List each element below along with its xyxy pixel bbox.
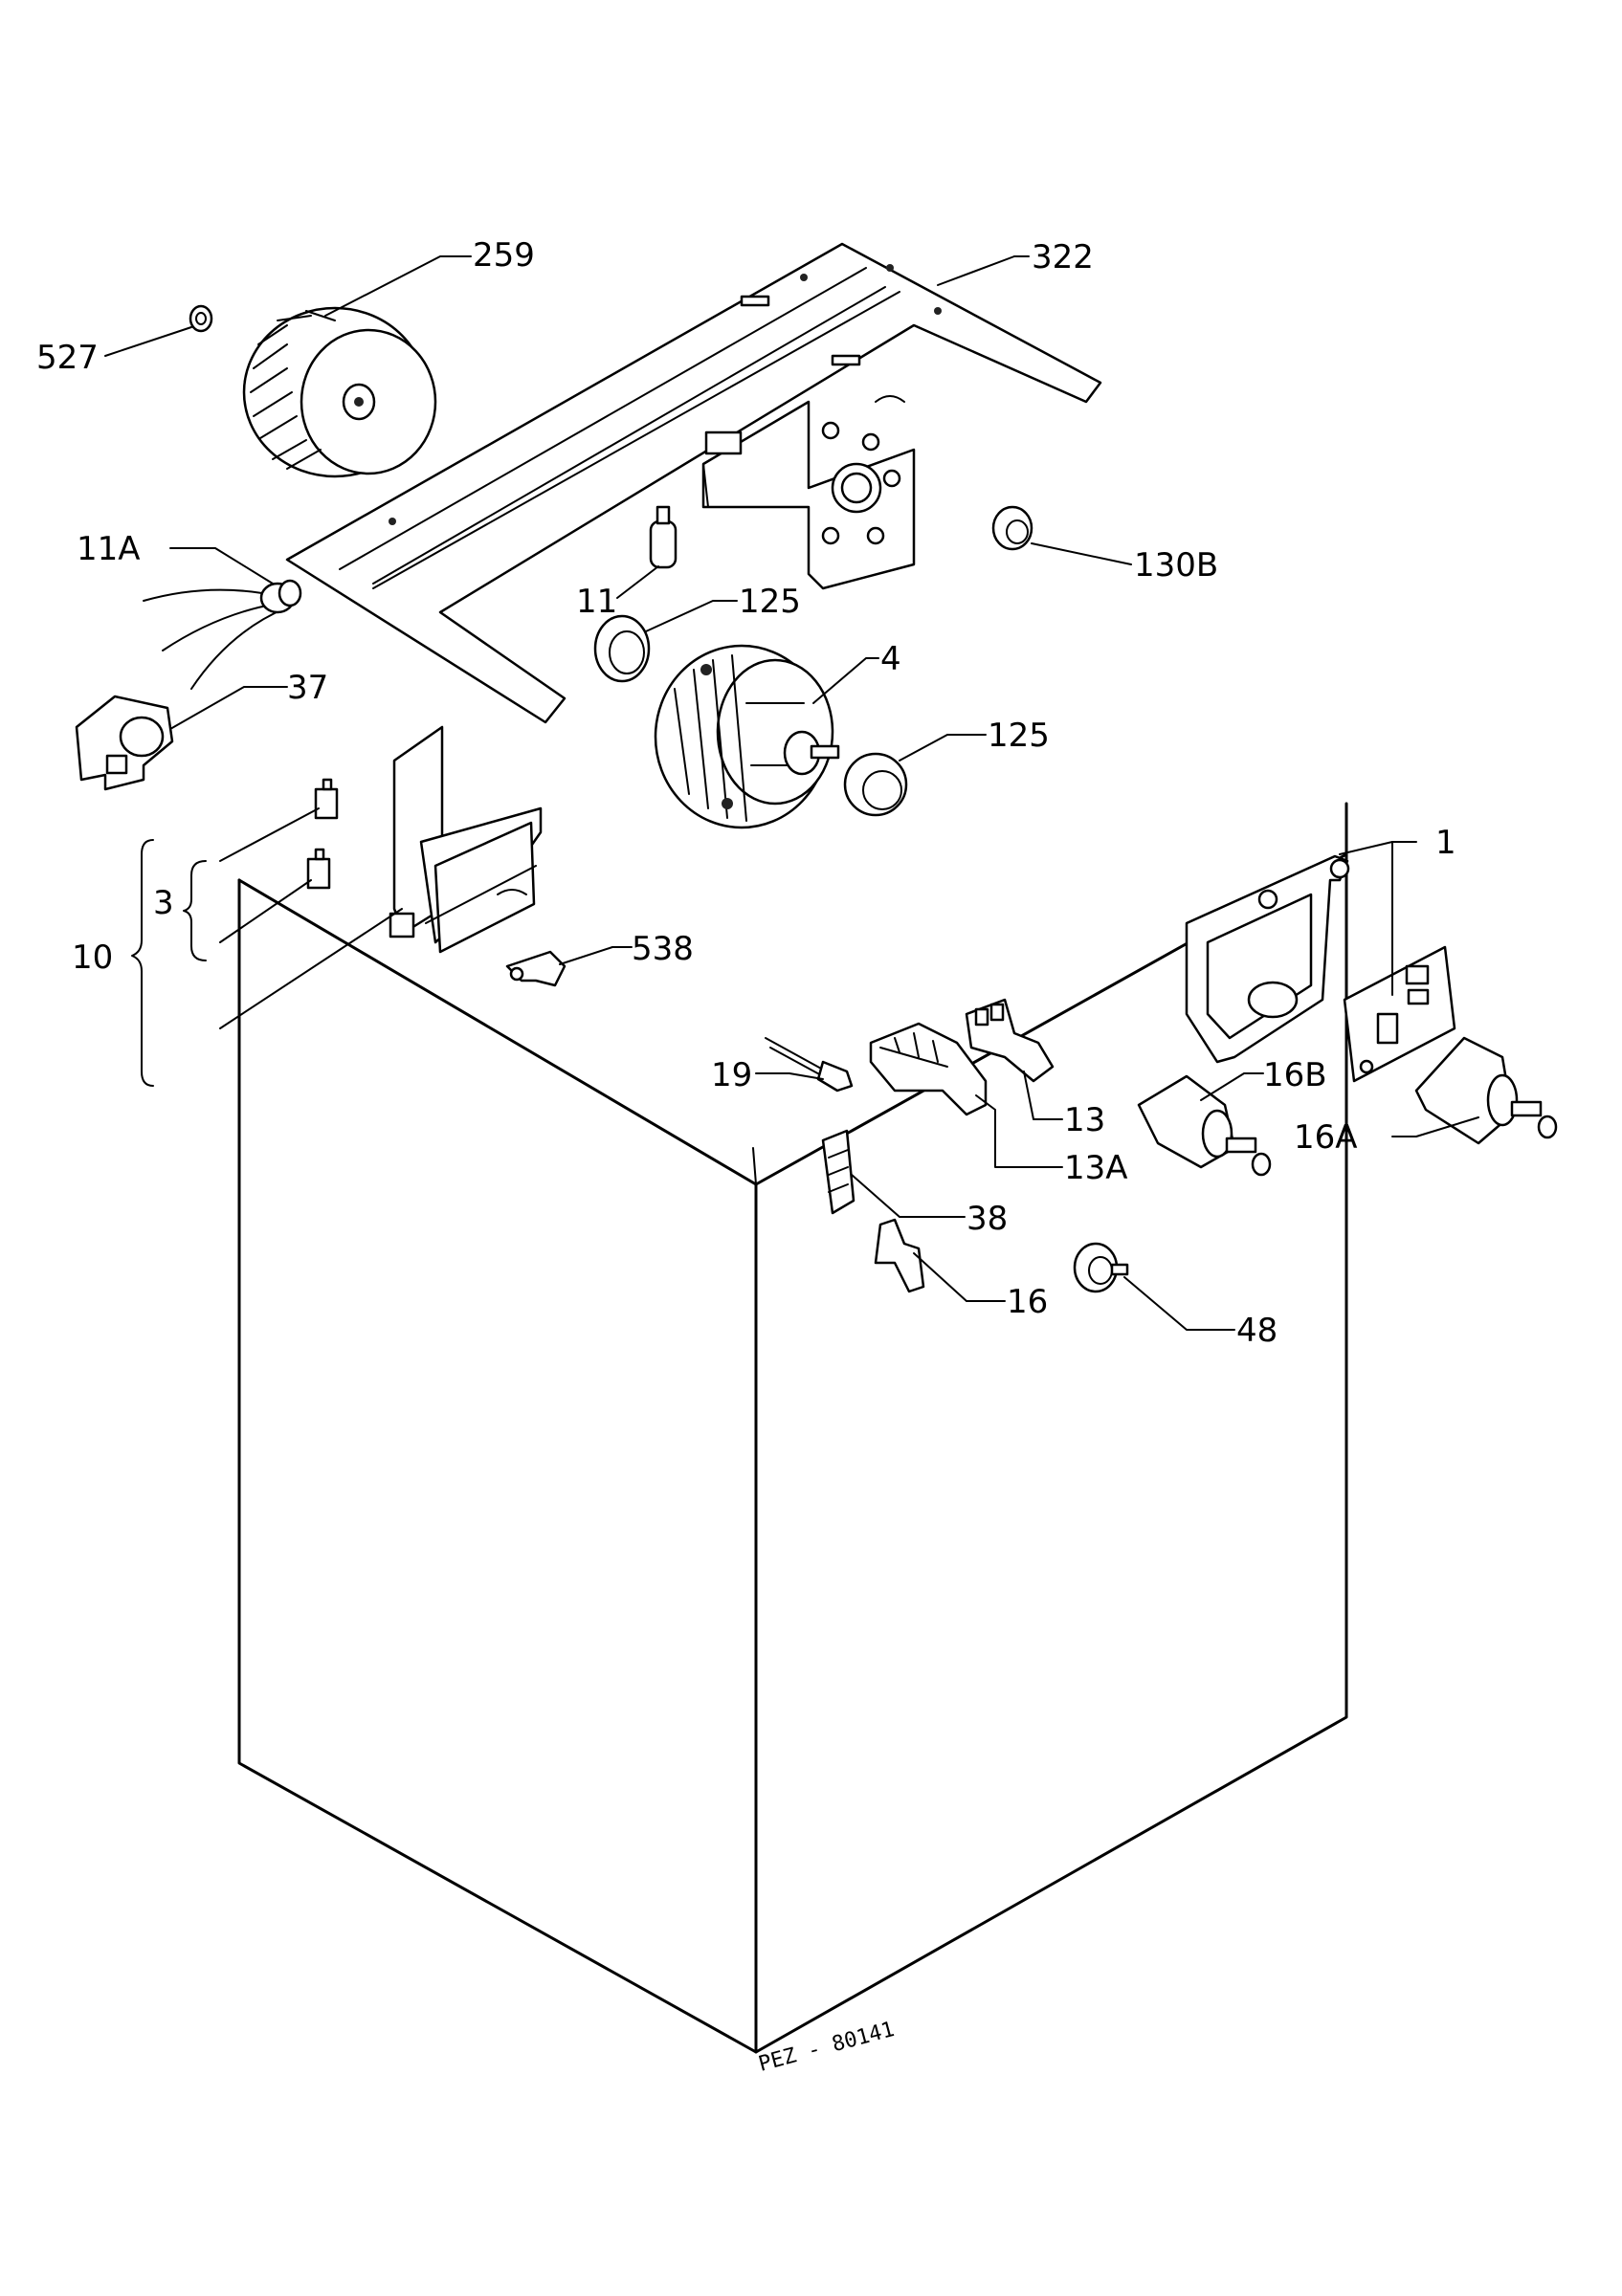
leader-11A [169, 547, 274, 585]
air-duct-assembly [389, 725, 543, 954]
leader-125-lower [899, 734, 987, 762]
leader-130B [1031, 542, 1132, 565]
leader-3b [219, 879, 312, 943]
label-538: 538 [632, 930, 694, 968]
probe-19 [765, 1037, 854, 1093]
leader-3a [219, 807, 320, 862]
leader-538 [559, 946, 633, 965]
label-19: 19 [711, 1056, 752, 1094]
switch-16A [1414, 1036, 1558, 1145]
label-48: 48 [1236, 1312, 1278, 1350]
label-16: 16 [1007, 1283, 1048, 1321]
leader-527 [104, 326, 192, 357]
label-13: 13 [1064, 1101, 1105, 1139]
bracket-3 [183, 860, 207, 961]
leader-125-upper [645, 600, 738, 632]
connector-3b [306, 848, 331, 890]
leader-48 [1123, 1276, 1235, 1331]
connector-3a [314, 778, 339, 820]
bearing-130B [991, 505, 1033, 551]
leader-322 [937, 255, 1015, 286]
terminal-block-13A [869, 1022, 988, 1116]
leader-11 [616, 565, 659, 599]
leader-19 [755, 1072, 824, 1080]
motor-4 [654, 644, 840, 829]
bearing-125-lower [843, 752, 908, 817]
leader-259 [324, 255, 472, 317]
circuit-board [1343, 945, 1456, 1083]
label-527: 527 [36, 339, 99, 377]
label-322: 322 [1032, 238, 1094, 276]
label-16B: 16B [1263, 1056, 1327, 1094]
top-bracket-322 [285, 242, 1102, 724]
cabinet-body [237, 802, 1348, 2054]
sensor-37 [75, 695, 174, 791]
cable-11A [143, 579, 302, 690]
drawing-code: PEZ - 80141 [756, 2018, 897, 2077]
leader-38 [851, 1174, 966, 1218]
label-1: 1 [1435, 824, 1456, 862]
label-3: 3 [153, 884, 174, 922]
switch-16B [1137, 1074, 1272, 1177]
label-11: 11 [576, 583, 617, 621]
leader-4 [812, 657, 879, 704]
terminal-13 [965, 998, 1055, 1083]
leader-16A [1391, 1116, 1479, 1137]
label-38: 38 [967, 1200, 1008, 1238]
label-37: 37 [287, 669, 328, 707]
label-11A: 11A [77, 530, 141, 568]
leader-13 [1023, 1071, 1063, 1120]
leader-1 [1339, 841, 1417, 855]
knob-48 [1073, 1242, 1129, 1293]
leader-13A [975, 1094, 1063, 1168]
label-259: 259 [473, 236, 535, 275]
leader-37 [169, 686, 288, 730]
nut-527 [189, 304, 213, 333]
connector-plate-38 [821, 1129, 855, 1215]
bearing-125-upper [593, 614, 651, 683]
control-housing-1 [1185, 854, 1350, 1064]
label-10: 10 [72, 938, 113, 977]
label-16A: 16A [1294, 1118, 1358, 1157]
leader-16 [913, 1252, 1006, 1302]
leader-16B [1200, 1072, 1264, 1101]
leader-10 [219, 908, 403, 1029]
label-125-upper: 125 [739, 583, 801, 621]
bracket-10 [131, 839, 154, 1087]
label-4: 4 [880, 640, 901, 678]
clip-538 [505, 950, 567, 987]
label-130B: 130B [1134, 546, 1218, 585]
label-13A: 13A [1064, 1149, 1128, 1187]
label-125-lower: 125 [988, 717, 1050, 755]
lever-16 [874, 1218, 925, 1293]
capacitor-11 [649, 505, 678, 569]
fan-wheel-259 [242, 306, 437, 478]
